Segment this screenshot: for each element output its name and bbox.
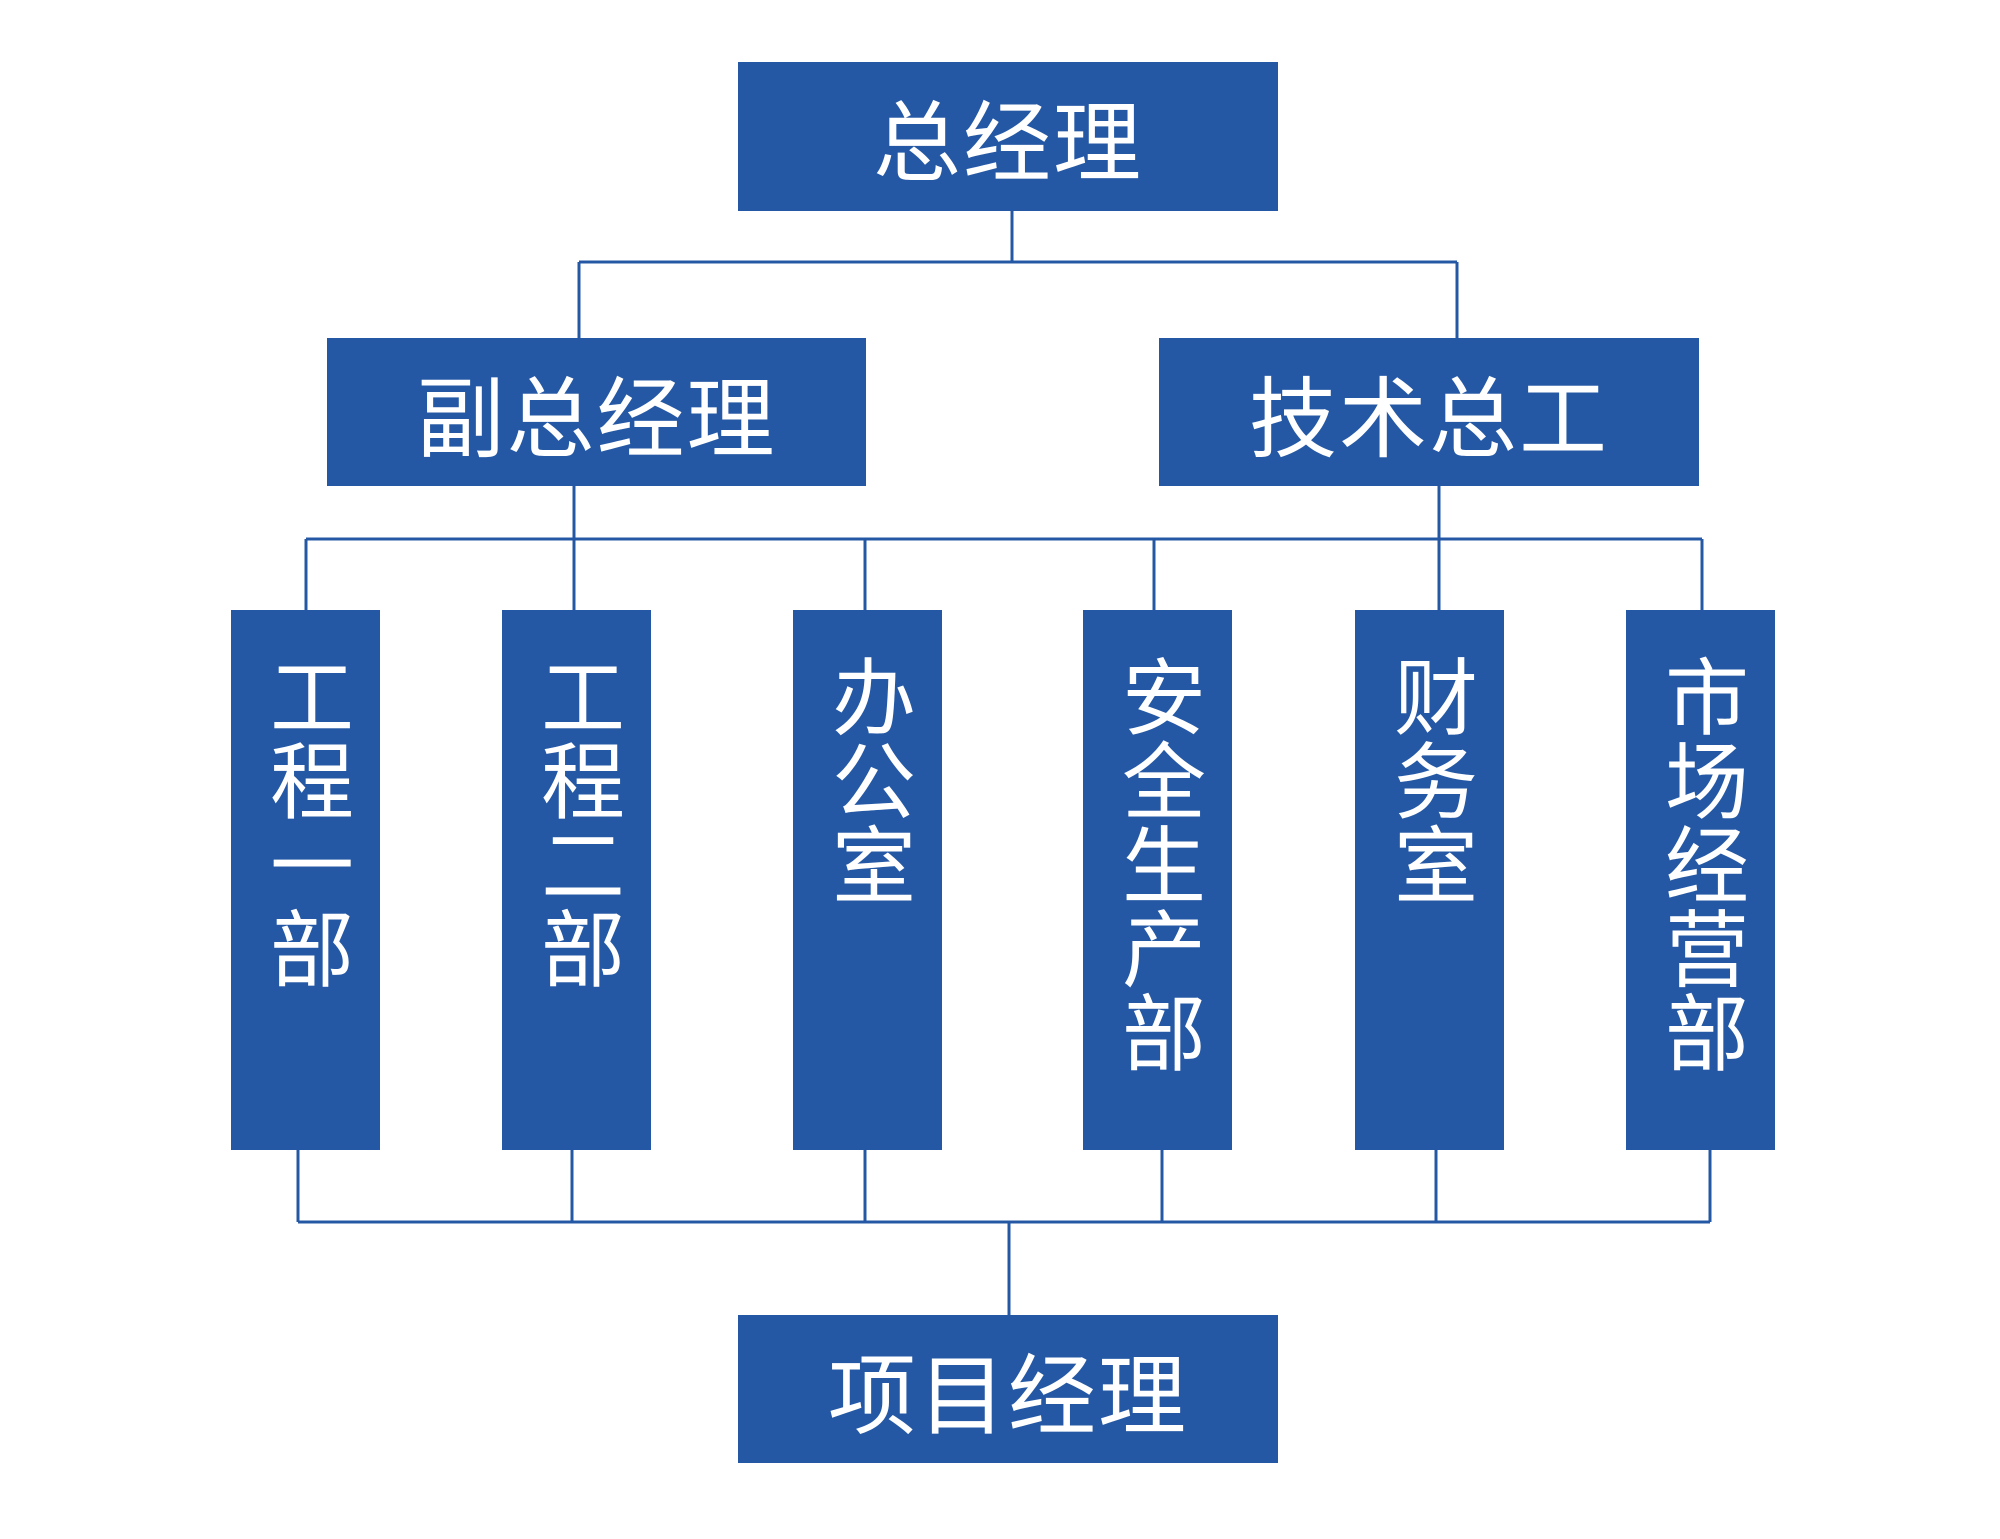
- finance-office-box: 财务室: [1355, 610, 1504, 1150]
- engineering-dept-1-label: 工程一部: [256, 654, 355, 990]
- deputy-general-manager-label: 副总经理: [416, 367, 777, 471]
- office-box: 办公室: [793, 610, 942, 1150]
- general-manager-box: 总经理: [738, 62, 1278, 211]
- marketing-dept-box: 市场经营部: [1626, 610, 1775, 1150]
- office-label: 办公室: [818, 654, 917, 906]
- engineering-dept-2-label: 工程二部: [527, 654, 626, 990]
- project-manager-box: 项目经理: [738, 1315, 1278, 1463]
- marketing-dept-label: 市场经营部: [1651, 654, 1750, 1074]
- engineering-dept-2-box: 工程二部: [502, 610, 651, 1150]
- project-manager-label: 项目经理: [827, 1344, 1188, 1448]
- chief-engineer-label: 技术总工: [1248, 367, 1609, 471]
- general-manager-label: 总经理: [872, 92, 1143, 195]
- safety-production-dept-box: 安全生产部: [1083, 610, 1232, 1150]
- engineering-dept-1-box: 工程一部: [231, 610, 380, 1150]
- finance-office-label: 财务室: [1380, 654, 1479, 906]
- deputy-general-manager-box: 副总经理: [327, 338, 866, 486]
- chief-engineer-box: 技术总工: [1159, 338, 1699, 486]
- safety-production-dept-label: 安全生产部: [1108, 654, 1207, 1074]
